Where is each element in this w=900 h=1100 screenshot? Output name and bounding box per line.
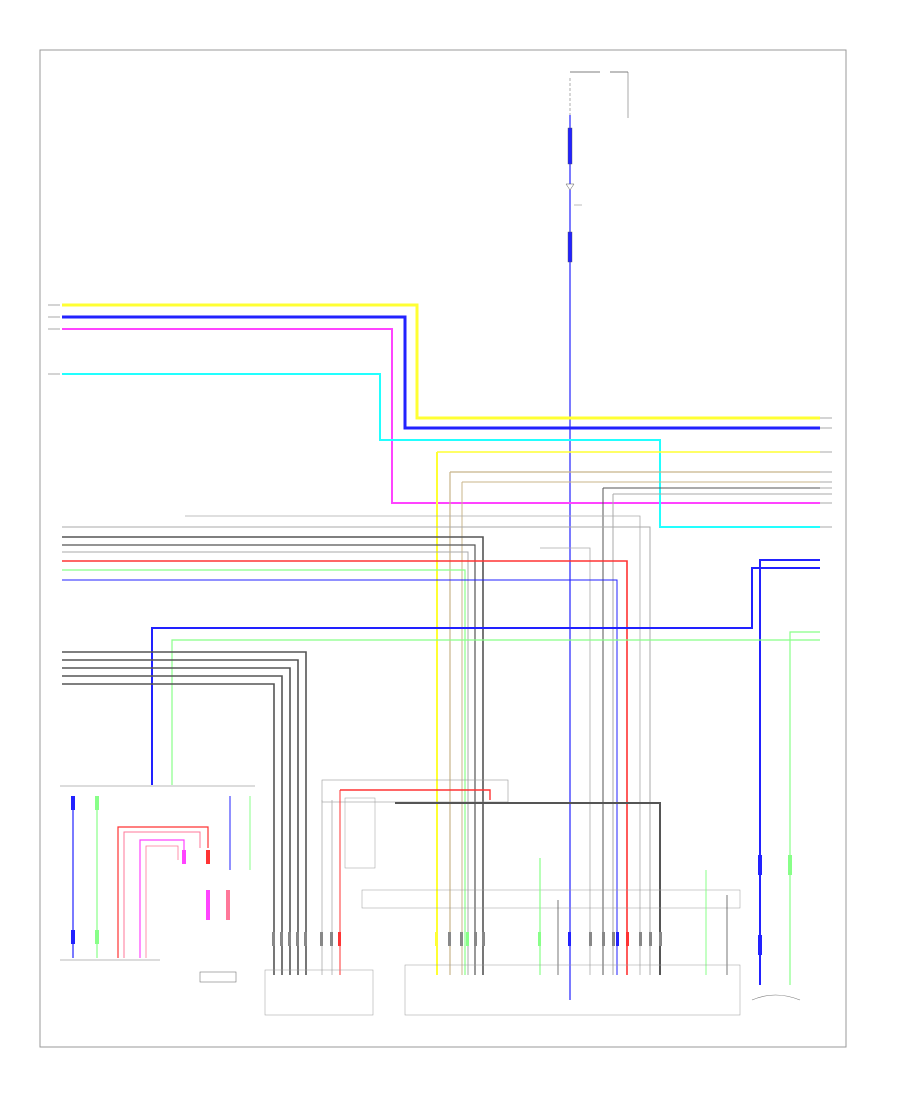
right-bottom-unit bbox=[751, 855, 801, 1001]
upper-left-wires bbox=[62, 303, 820, 975]
top-feed bbox=[565, 71, 629, 1000]
diagram-frame bbox=[39, 49, 847, 1048]
pin-row-unit bbox=[435, 932, 662, 946]
left-module-a bbox=[60, 785, 255, 983]
center-adapter bbox=[264, 779, 741, 1016]
middle-bus bbox=[62, 515, 651, 975]
dark-bundle bbox=[62, 651, 307, 975]
upper-left-stubs bbox=[48, 304, 832, 528]
right-loop bbox=[151, 559, 820, 985]
pin-row-adapter bbox=[272, 932, 341, 946]
